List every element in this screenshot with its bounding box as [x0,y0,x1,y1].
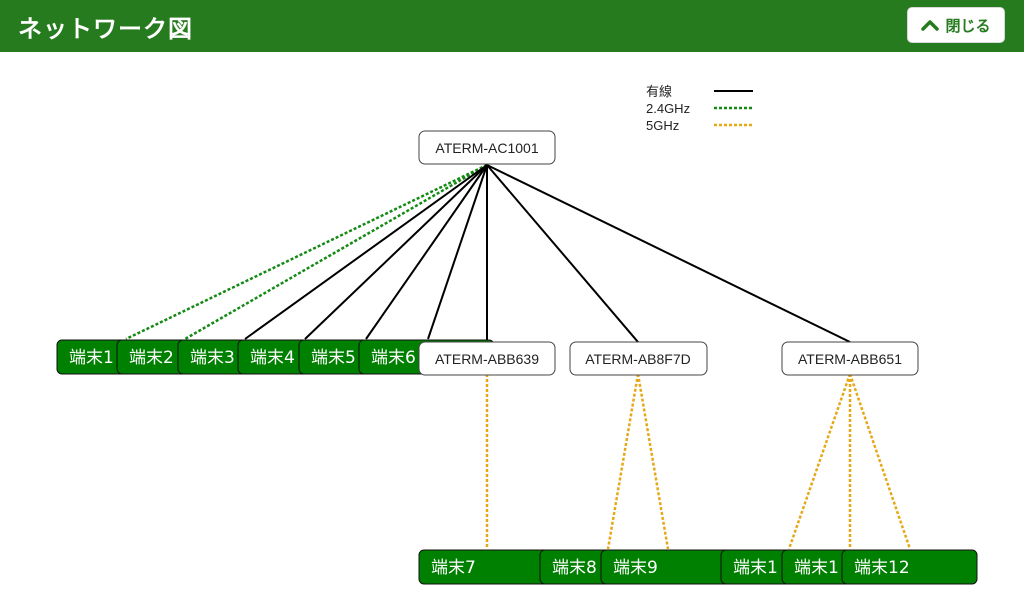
terminal-12[interactable]: 端末12 [841,549,978,585]
header-bar: ネットワーク図 閉じる [0,0,1024,52]
link-5ghz-terminal12 [848,373,912,550]
router-abb639[interactable]: ATERM-ABB639 [418,341,556,376]
router-abb651-label: ATERM-ABB651 [798,351,902,367]
terminal-7-label: 端末7 [431,558,476,578]
router-ab8f7d-label: ATERM-AB8F7D [585,351,691,367]
link-24ghz-terminal1 [125,163,488,341]
terminal-9-label: 端末9 [613,558,658,578]
legend: 有線 2.4GHz 5GHz [646,84,753,133]
terminal-12-label: 端末12 [854,558,910,578]
close-button[interactable]: 閉じる [907,7,1005,43]
terminal-10-label: 端末1 [733,558,778,578]
link-wired-terminal5 [304,164,488,340]
terminal-1-label: 端末1 [69,348,114,368]
terminal-2-label: 端末2 [129,348,174,368]
link-5ghz-terminal8 [606,373,640,550]
router-ab8f7d[interactable]: ATERM-AB8F7D [569,341,708,376]
link-wired-terminal4 [244,164,488,340]
terminal-4-label: 端末4 [250,348,295,368]
terminal-6-label: 端末6 [371,348,416,368]
link-5ghz-terminal9 [636,373,670,550]
legend-wired-label: 有線 [646,84,672,99]
link-wired-ab8f7d [486,164,639,343]
link-24ghz-terminal2 [184,163,488,341]
router-main-label: ATERM-AC1001 [435,140,538,156]
chevron-up-icon [921,20,940,31]
router-main[interactable]: ATERM-AC1001 [418,130,556,165]
link-wired-abb651 [486,164,851,343]
network-diagram: 有線 2.4GHz 5GHz ATERM-AC1001 端末1 [56,84,978,585]
terminal-11-label: 端末1 [794,558,839,578]
page-title: ネットワーク図 [18,15,193,43]
terminal-8-label: 端末8 [552,558,597,578]
router-abb651[interactable]: ATERM-ABB651 [781,341,919,376]
connections-sub [485,373,912,550]
terminal-5-label: 端末5 [311,348,356,368]
terminal-7[interactable]: 端末7 [418,549,555,585]
link-5ghz-terminal10 [787,373,852,550]
legend-24ghz-label: 2.4GHz [646,101,690,116]
router-abb639-label: ATERM-ABB639 [435,351,539,367]
link-wired-terminal6 [365,164,488,340]
terminal-9[interactable]: 端末9 [600,549,737,585]
terminal-3-label: 端末3 [190,348,235,368]
link-wired-terminal-hidden [427,164,488,340]
legend-5ghz-label: 5GHz [646,118,679,133]
connections-main [125,163,851,343]
close-button-label: 閉じる [945,16,991,35]
